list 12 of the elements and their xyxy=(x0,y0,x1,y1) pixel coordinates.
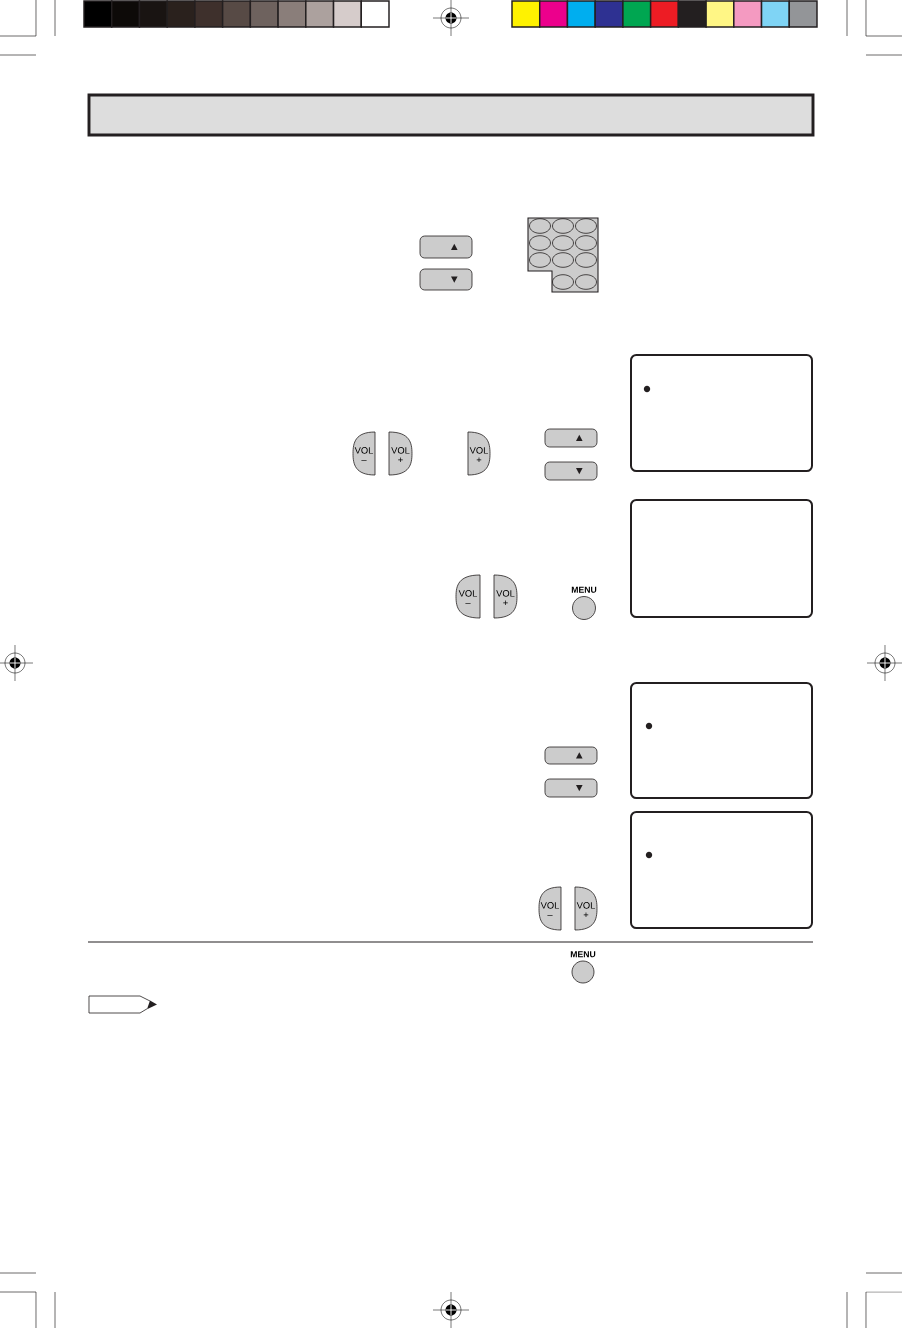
volume-button: VOL + xyxy=(388,431,413,476)
menu-button: MENU xyxy=(571,586,597,620)
node-label: MENU xyxy=(571,586,597,593)
menu-button: MENU xyxy=(570,951,596,984)
node-label: MENU xyxy=(570,951,596,958)
volume-button: VOL + xyxy=(493,574,518,619)
volume-button: VOL – xyxy=(538,886,562,931)
volume-button: VOL + xyxy=(574,886,598,931)
volume-button: VOL – xyxy=(455,574,481,619)
title-bar xyxy=(87,93,815,137)
volume-button: VOL + xyxy=(467,431,491,476)
volume-button: VOL – xyxy=(352,431,376,476)
